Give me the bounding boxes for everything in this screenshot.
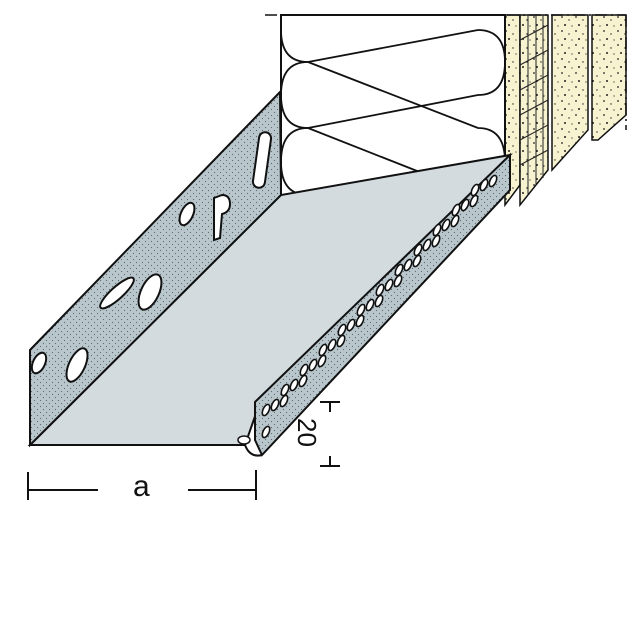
drip-edge-bead — [237, 435, 251, 445]
render-layer-3 — [551, 14, 589, 172]
render-layer-2-mesh — [519, 14, 549, 208]
render-layers — [504, 14, 627, 208]
lip-perforations — [261, 173, 500, 439]
dimension-height-label: 20 — [292, 418, 322, 447]
wall-slots — [30, 131, 273, 383]
dimension-20 — [320, 401, 340, 467]
dimension-a — [27, 470, 257, 500]
dimension-a-label: a — [133, 470, 150, 503]
render-layer-4 — [591, 14, 627, 141]
mesh-lines — [519, 15, 549, 195]
